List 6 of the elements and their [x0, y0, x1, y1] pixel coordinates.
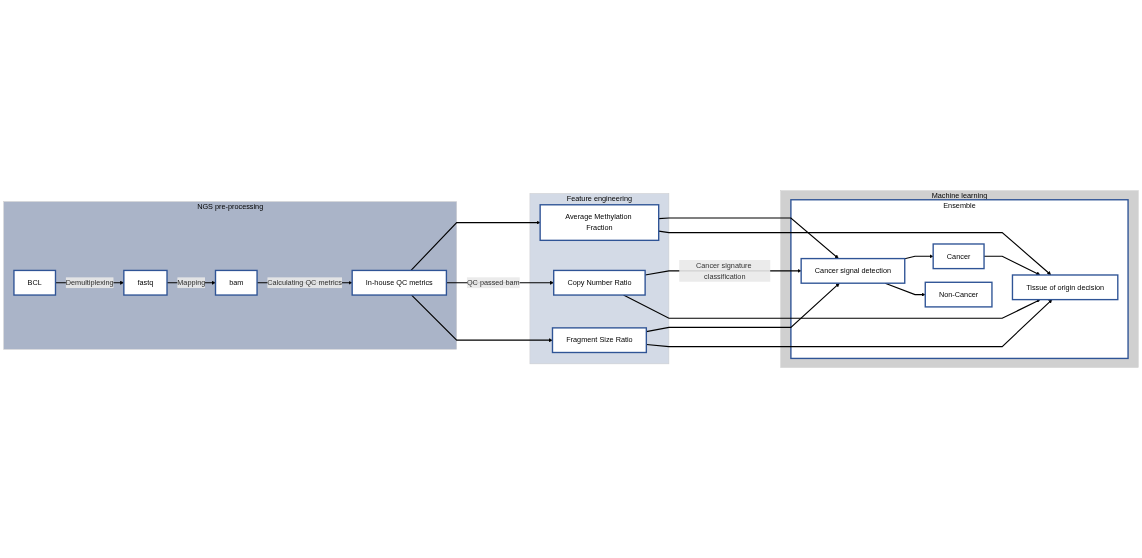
- arrow: [658, 230, 1052, 276]
- arrow: [904, 254, 934, 260]
- arrow: [410, 220, 541, 271]
- arrow: [658, 217, 839, 259]
- arrow: [622, 294, 1041, 319]
- arrow: [411, 294, 553, 343]
